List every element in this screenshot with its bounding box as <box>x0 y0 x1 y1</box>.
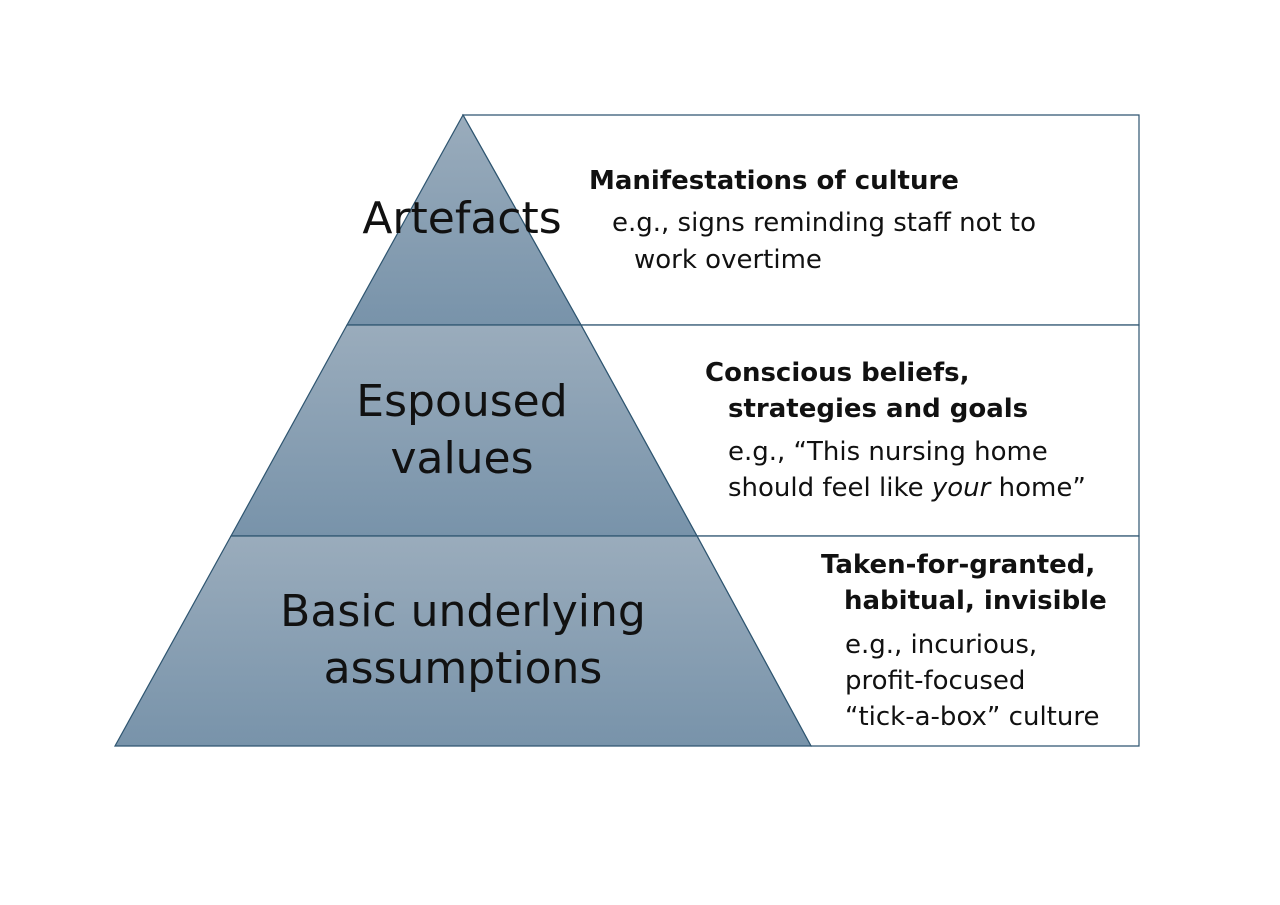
description-example-artefacts-line-1: e.g., signs reminding staff not to <box>612 208 1036 238</box>
description-heading-espoused-values-line-1: Conscious beliefs, <box>705 358 970 388</box>
level-title-espoused-values-line-2: values <box>390 433 533 484</box>
description-example-artefacts-line-2: work overtime <box>634 245 822 275</box>
description-heading-basic-assumptions-line-2: habitual, invisible <box>844 586 1107 616</box>
level-title-artefacts: Artefacts <box>362 193 561 244</box>
description-heading-artefacts: Manifestations of culture <box>589 166 959 196</box>
pyramid <box>113 113 813 747</box>
example-text-segment: should feel like <box>728 473 932 503</box>
description-example-basic-assumptions-line-2: profit-focused <box>845 666 1025 696</box>
example-emphasis-your: your <box>931 473 993 503</box>
level-title-espoused-values-line-1: Espoused <box>356 376 567 427</box>
description-heading-espoused-values-line-2: strategies and goals <box>728 394 1028 424</box>
description-heading-basic-assumptions-line-1: Taken-for-granted, <box>821 550 1095 580</box>
description-example-basic-assumptions-line-1: e.g., incurious, <box>845 630 1037 660</box>
pyramid-tier-basic-assumptions <box>113 535 813 747</box>
description-example-basic-assumptions-line-3: “tick-a-box” culture <box>845 702 1099 732</box>
example-text-segment: home” <box>990 473 1085 503</box>
description-example-espoused-values-line-1: e.g., “This nursing home <box>728 437 1048 467</box>
description-panels <box>461 114 1140 747</box>
description-example-espoused-values-line-2: should feel like your home” <box>728 473 1086 503</box>
level-title-basic-assumptions-line-1: Basic underlying <box>280 586 646 637</box>
level-title-basic-assumptions-line-2: assumptions <box>324 643 603 694</box>
